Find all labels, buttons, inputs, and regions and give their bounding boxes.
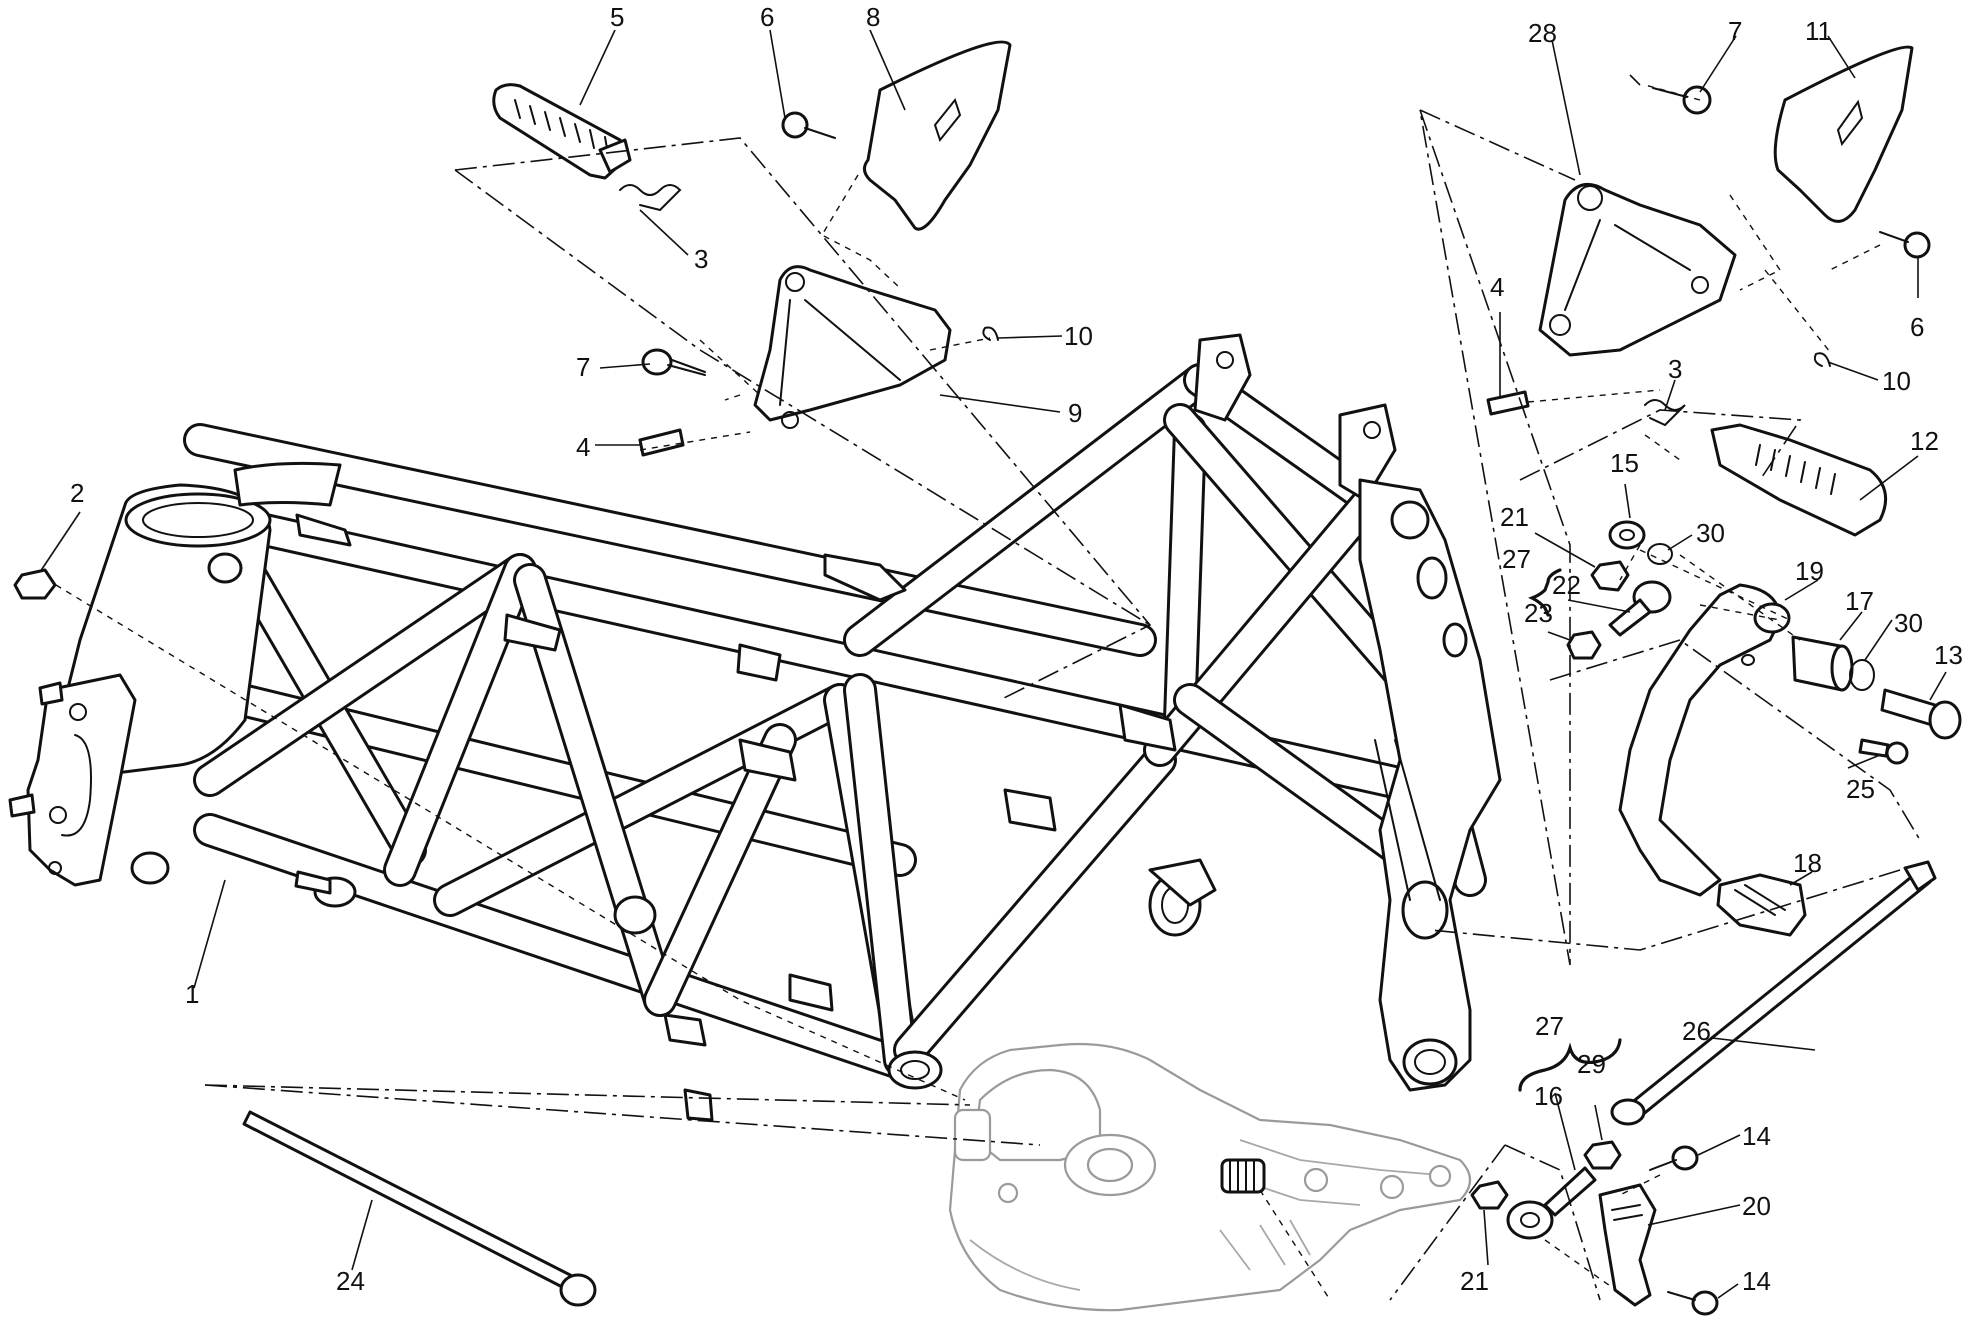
- circlip-30-upper: [1647, 543, 1673, 565]
- callout-12: 12: [1910, 426, 1939, 456]
- brake-lever-19: [1618, 583, 1791, 897]
- callout-7: 7: [1728, 16, 1742, 46]
- nut-29: [1583, 1140, 1622, 1170]
- right-footpeg-12: [1710, 423, 1888, 537]
- pivot-bolt-13: [1880, 688, 1962, 740]
- callout-25: 25: [1846, 774, 1875, 804]
- left-spring-3: [619, 184, 682, 212]
- callout-10: 10: [1882, 366, 1911, 396]
- callout-28: 28: [1528, 18, 1557, 48]
- callout-26: 26: [1682, 1016, 1711, 1046]
- right-footrest-bracket-28: [1538, 182, 1737, 357]
- nut-21-upper: [1590, 560, 1630, 592]
- left-pin-4: [638, 428, 685, 457]
- callout-7: 7: [576, 352, 590, 382]
- callout-13: 13: [1934, 640, 1963, 670]
- right-bolt-7: [1652, 85, 1712, 115]
- engine-crankcase-outline: [948, 1042, 1472, 1312]
- callout-20: 20: [1742, 1191, 1771, 1221]
- callout-4: 4: [576, 432, 590, 462]
- right-pin-4: [1486, 390, 1530, 416]
- rod-end-22: [1608, 580, 1672, 637]
- left-bolt-6: [781, 111, 836, 139]
- left-clip-10: [982, 326, 999, 341]
- trellis-frame: [8, 333, 1502, 1122]
- bolt-14-upper: [1649, 1145, 1699, 1171]
- callout-3: 3: [694, 244, 708, 274]
- nut-2: [13, 568, 57, 600]
- callout-11: 11: [1805, 16, 1832, 46]
- washer-15: [1608, 520, 1646, 550]
- left-footrest-bracket-9: [753, 265, 952, 429]
- brace-27-upper: [1528, 568, 1562, 617]
- shift-lever-20: [1598, 1183, 1657, 1307]
- callout-3: 3: [1668, 354, 1682, 384]
- right-clip-10: [1813, 352, 1831, 367]
- left-bolt-7: [641, 348, 706, 376]
- callout-27: 27: [1535, 1011, 1564, 1041]
- callout-15: 15: [1610, 448, 1639, 478]
- brace-27-lower: [1518, 1038, 1622, 1092]
- callout-5: 5: [610, 2, 624, 32]
- engine-mount-bolt-24: [242, 1110, 597, 1307]
- callout-29: 29: [1577, 1049, 1606, 1079]
- assembly-lines: [55, 74, 1921, 1301]
- callout-16: 16: [1534, 1081, 1563, 1111]
- shift-rod-26: [1610, 860, 1937, 1126]
- callout-2: 2: [70, 478, 84, 508]
- callout-labels: 1 2 3 3 4 4 5 6 6 7 7 8 9 10 10 11 12 13…: [70, 2, 1963, 1296]
- nut-21-lower: [1470, 1180, 1509, 1210]
- nut-23: [1566, 630, 1602, 660]
- callout-24: 24: [336, 1266, 365, 1296]
- callout-22: 22: [1552, 570, 1581, 600]
- left-heelguard-8: [863, 40, 1012, 231]
- callout-8: 8: [866, 2, 880, 32]
- bolt-14-lower: [1667, 1290, 1719, 1316]
- callout-19: 19: [1795, 556, 1824, 586]
- callout-14: 14: [1742, 1266, 1771, 1296]
- callout-30: 30: [1894, 608, 1923, 638]
- circlip-30-lower: [1849, 659, 1875, 691]
- leader-lines: [39, 29, 1947, 1299]
- right-bolt-6: [1879, 231, 1931, 259]
- callout-27: 27: [1502, 544, 1531, 574]
- right-spring-3: [1644, 399, 1686, 427]
- callout-9: 9: [1068, 398, 1082, 428]
- callout-4: 4: [1490, 272, 1504, 302]
- callout-30: 30: [1696, 518, 1725, 548]
- callout-14: 14: [1742, 1121, 1771, 1151]
- left-footpeg-5: [492, 83, 632, 180]
- callout-21: 21: [1460, 1266, 1489, 1296]
- callout-6: 6: [760, 2, 774, 32]
- rod-end-16: [1506, 1166, 1597, 1240]
- callout-17: 17: [1845, 586, 1874, 616]
- bushing-17: [1791, 635, 1854, 692]
- callout-6: 6: [1910, 312, 1924, 342]
- callout-18: 18: [1793, 848, 1822, 878]
- screw-25: [1858, 738, 1909, 765]
- callout-21: 21: [1500, 502, 1529, 532]
- callout-1: 1: [185, 979, 199, 1009]
- callout-23: 23: [1524, 598, 1553, 628]
- gearshift-spline-shaft: [1220, 1158, 1266, 1194]
- right-heelguard-11: [1773, 45, 1914, 223]
- callout-10: 10: [1064, 321, 1093, 351]
